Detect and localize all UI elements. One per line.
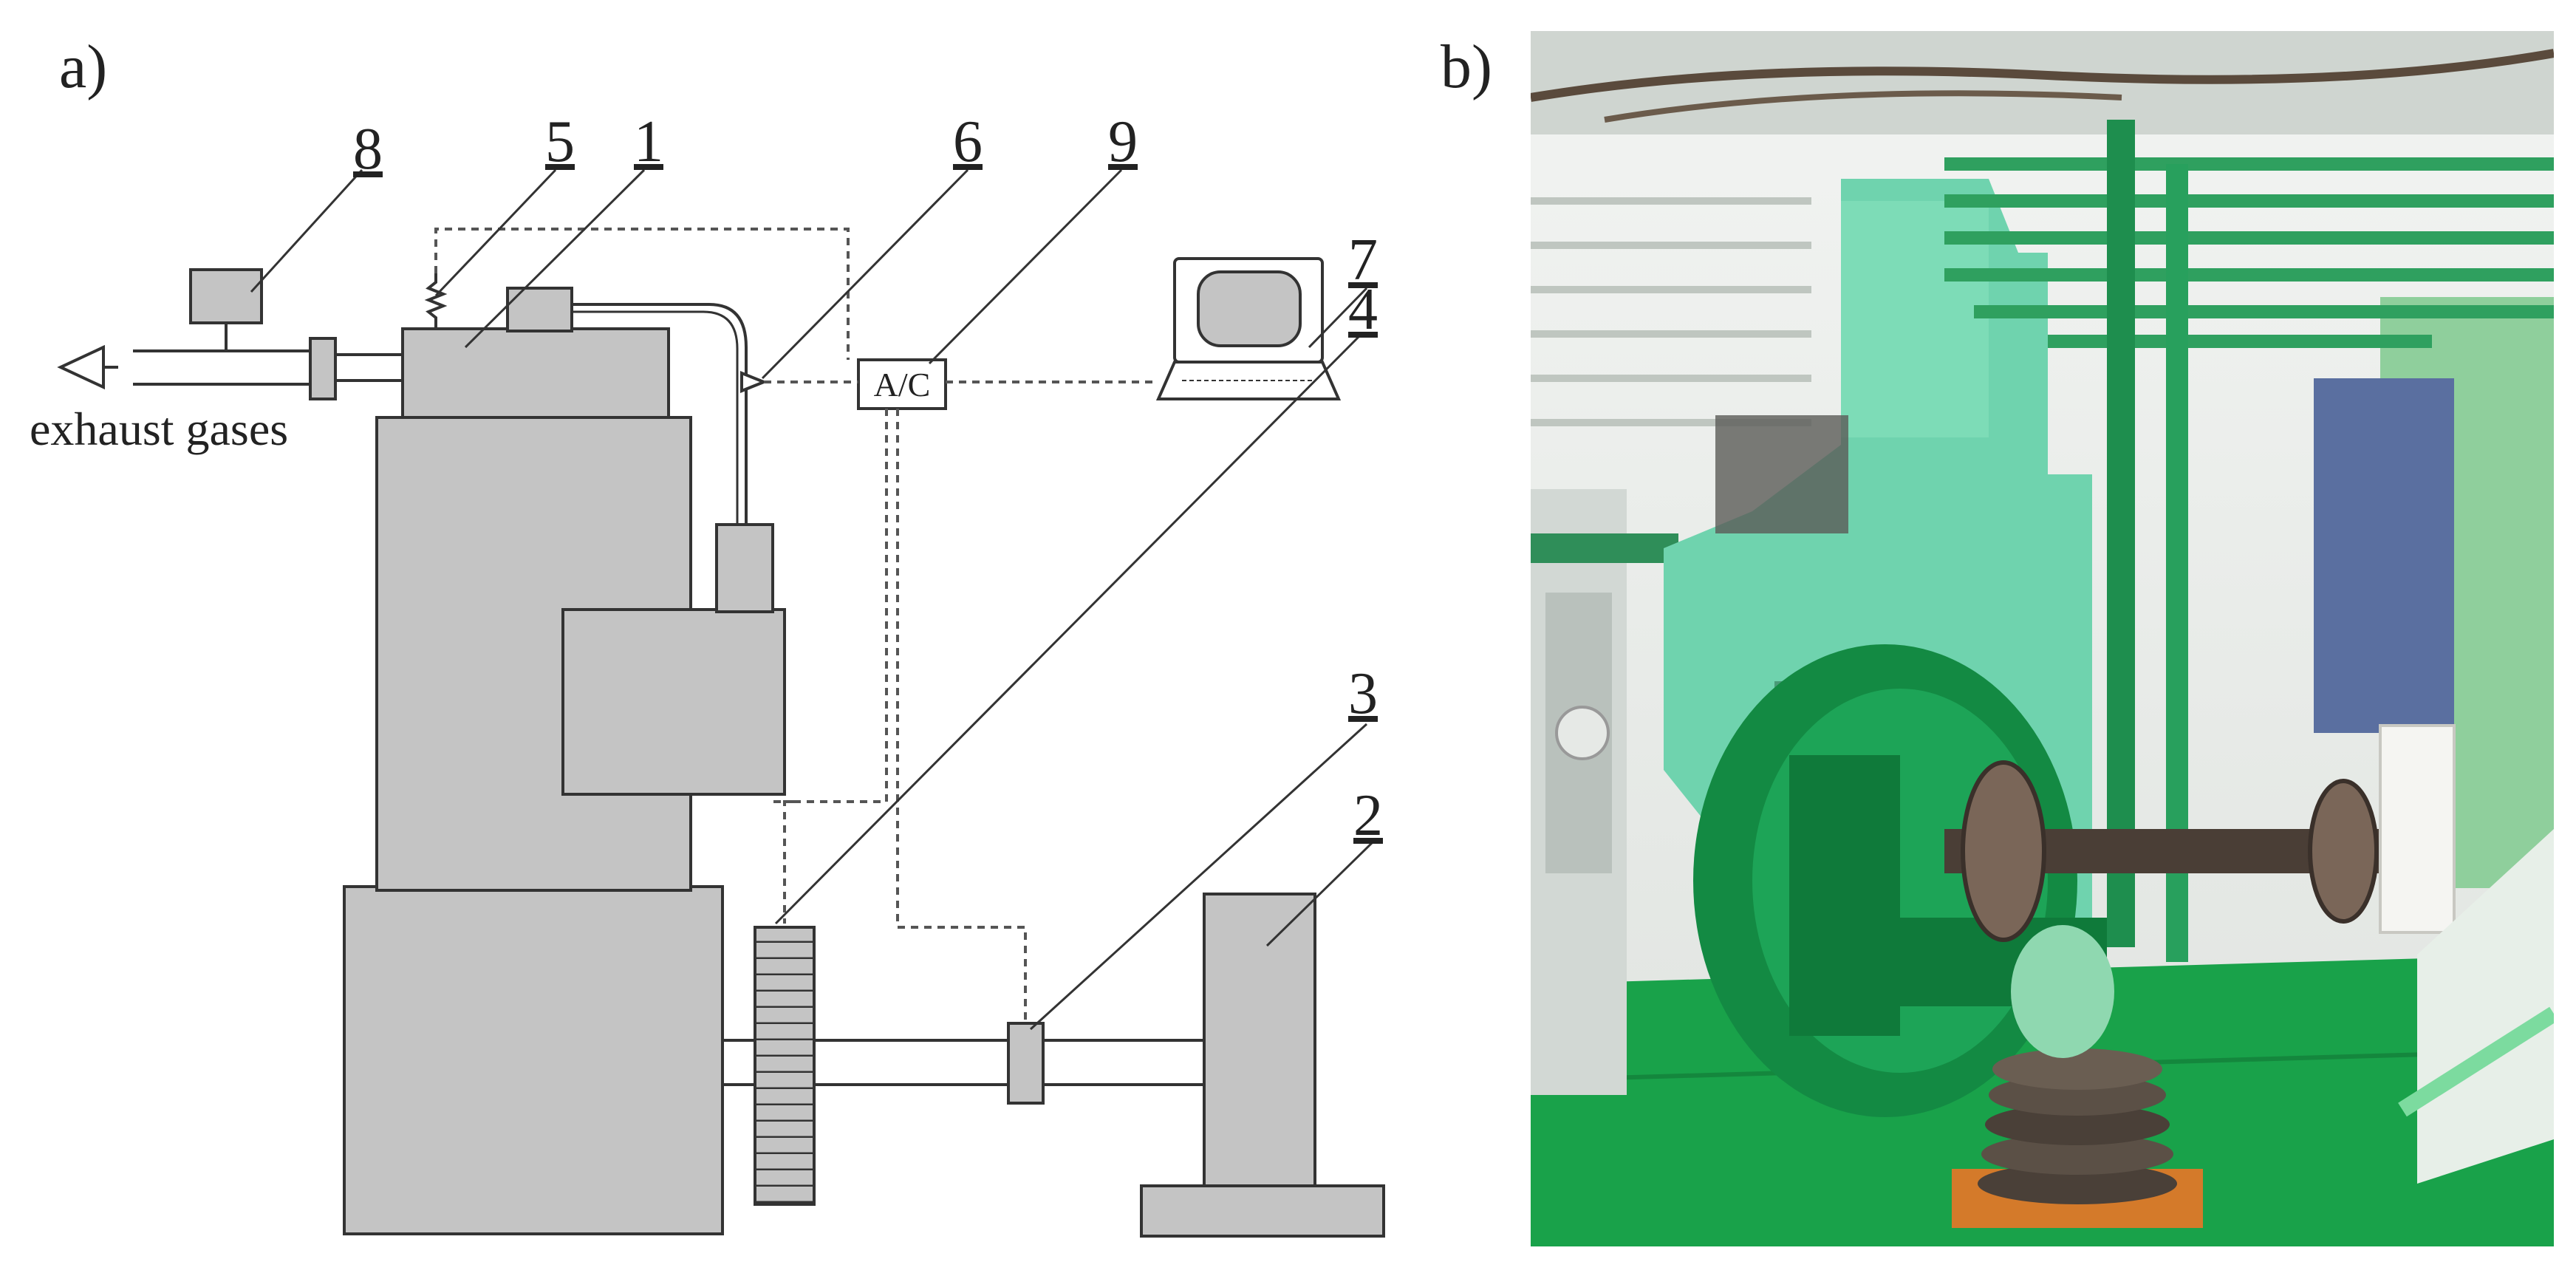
- green-rail: [2398, 1006, 2554, 1117]
- vertical-pipe: [2107, 120, 2135, 947]
- label-5: 5: [545, 109, 575, 174]
- coupling-photo: [1944, 760, 2417, 942]
- weights-stack: [1952, 1048, 2203, 1228]
- label-4: 4: [1348, 277, 1378, 342]
- leader-2: [1265, 841, 1374, 947]
- label-9: 9: [1108, 109, 1138, 174]
- fuel-line: [572, 303, 748, 525]
- leader-7: [1308, 287, 1368, 349]
- label-8: 8: [353, 117, 383, 182]
- drive-shaft: [722, 1039, 1204, 1086]
- photo-ceiling: [1531, 31, 2554, 134]
- label-6: 6: [953, 109, 983, 174]
- leader-1: [464, 168, 646, 349]
- ac-converter-label: A/C: [874, 366, 931, 403]
- leader-5: [434, 168, 557, 297]
- torque-meter: [1007, 1022, 1045, 1105]
- exhaust-caption: exhaust gases: [30, 403, 288, 455]
- pump-housing: [561, 608, 786, 796]
- leader-lines: [250, 168, 1374, 1031]
- engine-body: [343, 287, 724, 1235]
- leader-4: [774, 331, 1364, 925]
- panel-b-letter: b): [1441, 33, 1492, 101]
- injection-sensor-icon: [740, 371, 768, 393]
- label-3: 3: [1348, 661, 1378, 726]
- fuel-line-inner: [572, 310, 739, 525]
- pump-column: [715, 523, 774, 613]
- ceiling-cables: [1531, 49, 2554, 102]
- auxiliary-pump: [2011, 925, 2114, 1058]
- flywheel-gear: [754, 926, 816, 1206]
- leader-3: [1029, 723, 1368, 1031]
- signal-lines: [434, 228, 1158, 1023]
- component-numbers: 8 5 1 6 9 7 4 3 2: [353, 109, 1383, 848]
- dynamometer: [1140, 893, 1385, 1238]
- gas-analyser: [189, 268, 263, 324]
- panel-a-schematic: a) exhaust gases: [30, 33, 1385, 1238]
- exhaust-arrow-icon: [57, 344, 105, 390]
- label-1: 1: [634, 109, 663, 174]
- panel-a-letter: a): [59, 33, 107, 101]
- engine-photo: [1531, 31, 2554, 1246]
- exhaust-flange: [309, 337, 337, 400]
- right-white-machine: [2417, 829, 2554, 1184]
- ac-converter: A/C: [857, 358, 947, 410]
- leader-9: [928, 168, 1123, 365]
- engine-cylinder-head: [401, 327, 670, 419]
- label-7: 7: [1348, 228, 1378, 293]
- wall-slats: [1531, 197, 1811, 426]
- computer-icon: [1155, 257, 1342, 400]
- leader-6: [761, 168, 969, 380]
- gauge-panel: [2379, 724, 2456, 934]
- injection-pump-assembly: [561, 523, 786, 796]
- leader-8: [250, 168, 363, 293]
- left-equipment: [1531, 489, 1678, 1095]
- engine-crankcase: [343, 885, 724, 1235]
- panel-b-photo: b): [1441, 31, 2554, 1246]
- pressure-sensor-icon: [424, 273, 448, 329]
- blue-door: [2314, 378, 2454, 733]
- label-2: 2: [1353, 783, 1383, 848]
- exhaust-pipe: [57, 337, 403, 400]
